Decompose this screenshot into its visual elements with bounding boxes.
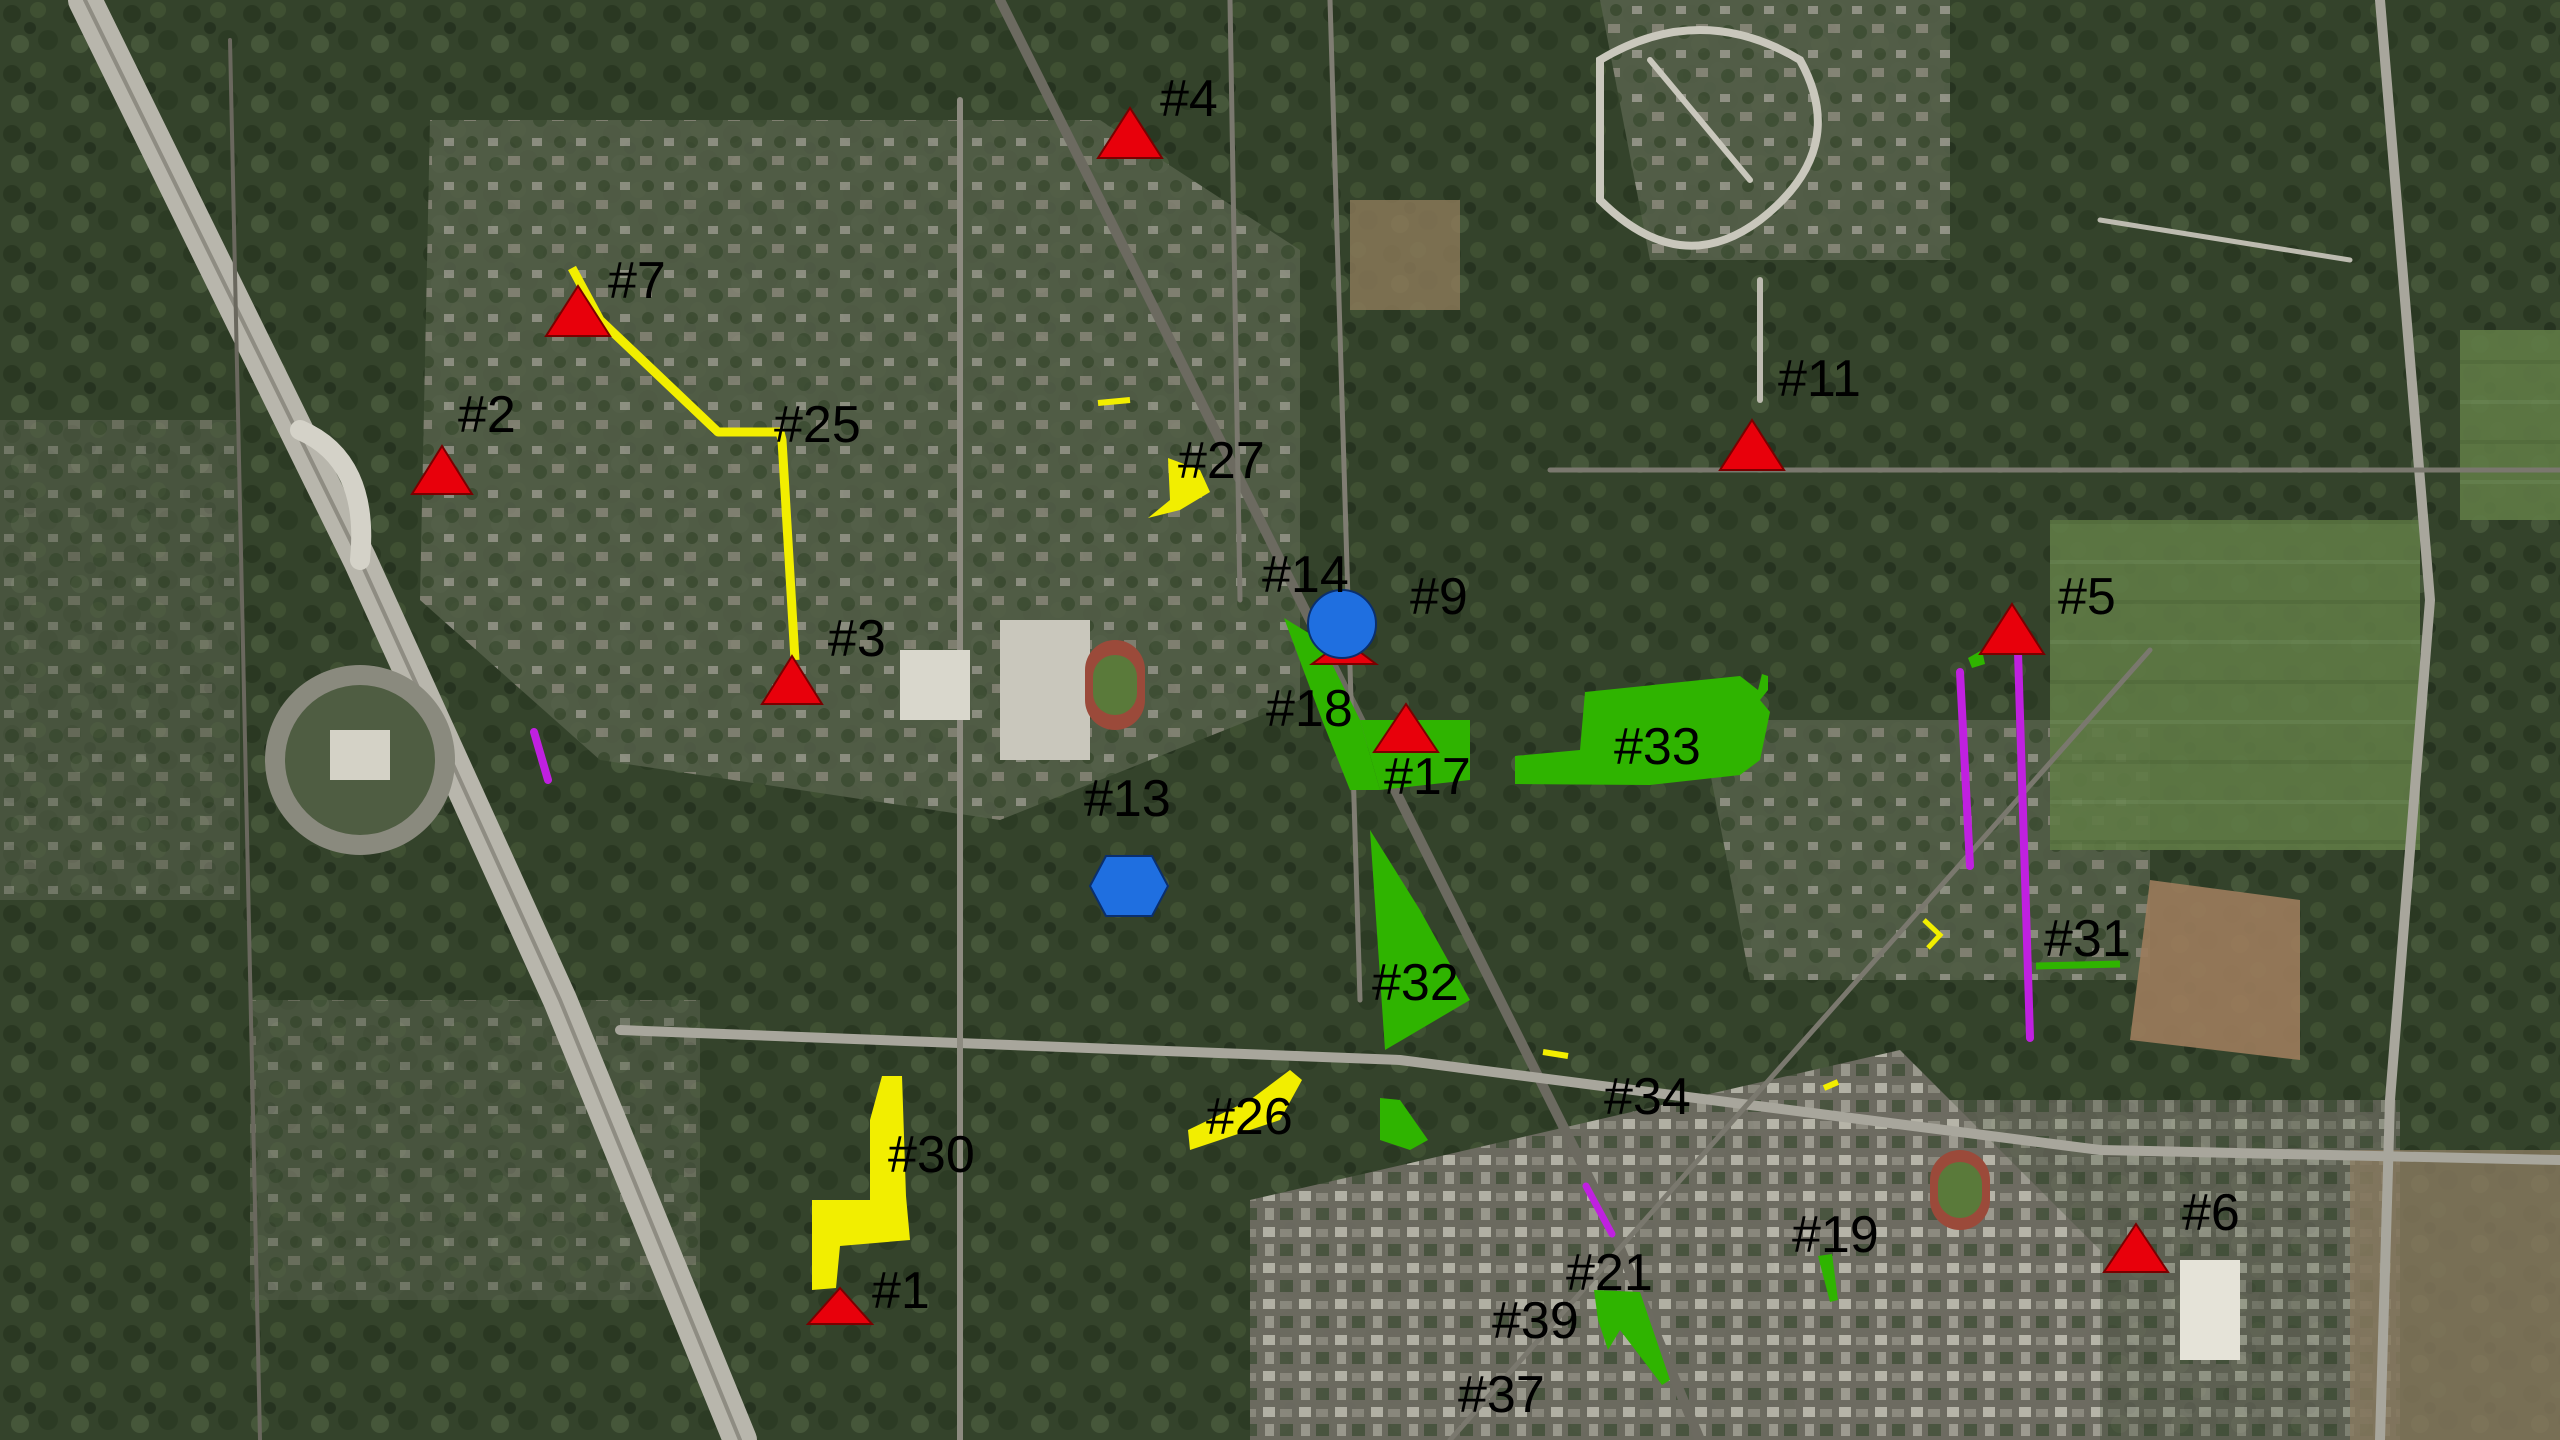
site-marker-5[interactable] (1978, 602, 2046, 655)
label-area-34: #34 (1604, 1068, 1691, 1126)
label-area-30: #30 (888, 1126, 975, 1184)
circular-campus (265, 665, 455, 855)
area-misc-yellow (1922, 918, 1944, 950)
label-site-4: #4 (1160, 70, 1218, 128)
label-area-19: #19 (1792, 1206, 1879, 1264)
label-site-3: #3 (828, 610, 886, 668)
label-area-18: #18 (1266, 680, 1353, 738)
site-marker-11[interactable] (1718, 418, 1786, 471)
label-area-26: #26 (1206, 1088, 1293, 1146)
label-site-1: #1 (872, 1262, 930, 1320)
label-area-37: #37 (1458, 1366, 1545, 1424)
label-area-21: #21 (1566, 1244, 1653, 1302)
school-complex (900, 620, 2240, 1360)
area-18-shape (1284, 618, 1380, 790)
area-27-tick (1097, 397, 1131, 406)
magenta-line-5b (2014, 648, 2034, 1042)
label-site-17: #17 (1384, 748, 1471, 806)
label-site-7: #7 (608, 252, 666, 310)
area-26-shape (1188, 1070, 1302, 1150)
label-area-27: #27 (1178, 432, 1265, 490)
site-marker-14[interactable] (1307, 589, 1377, 659)
site-marker-3[interactable] (760, 654, 824, 705)
area-32b-shape (1380, 1098, 1428, 1150)
site-marker-2[interactable] (410, 444, 474, 495)
label-site-14: #14 (1262, 546, 1349, 604)
area-33-shape (1515, 674, 1770, 785)
magenta-line-5a (1956, 668, 1974, 870)
site-marker-7[interactable] (544, 284, 612, 337)
area-31-shape (2035, 960, 2121, 970)
label-site-2: #2 (458, 386, 516, 444)
label-site-11: #11 (1778, 350, 1861, 408)
label-area-33: #33 (1614, 718, 1701, 776)
area-32-shape (1370, 830, 1470, 1050)
area-30-shape (812, 1076, 910, 1290)
label-area-31: #31 (2044, 910, 2131, 968)
area-27-shape (1148, 458, 1210, 518)
site-marker-4[interactable] (1096, 106, 1164, 159)
label-area-25: #25 (774, 396, 861, 454)
magenta-lines (530, 648, 2034, 1238)
area-34-tick-b (1822, 1079, 1840, 1091)
site-marker-13[interactable] (1088, 855, 1170, 917)
area-39-shape (1594, 1290, 1670, 1385)
magenta-line-west (530, 728, 552, 784)
area-19-shape (1818, 1254, 1838, 1302)
green-areas (1284, 618, 2121, 1385)
magenta-line-21 (1582, 1182, 1616, 1238)
label-area-39: #39 (1492, 1292, 1579, 1350)
area-34-tick (1542, 1049, 1569, 1059)
site-marker-1[interactable] (805, 1286, 875, 1325)
site-marker-6[interactable] (2102, 1222, 2170, 1273)
road-network (68, 0, 2560, 1440)
label-site-13: #13 (1084, 770, 1171, 828)
label-site-5: #5 (2058, 568, 2116, 626)
label-site-6: #6 (2182, 1184, 2240, 1242)
site-marker-17[interactable] (1372, 702, 1440, 753)
label-area-32: #32 (1372, 954, 1459, 1012)
label-site-9: #9 (1410, 568, 1468, 626)
map-labels: #1 #2 #3 #4 #5 #6 #7 #9 #11 #17 #14 #13 … (458, 70, 2240, 1424)
site-markers[interactable] (410, 106, 2170, 1325)
